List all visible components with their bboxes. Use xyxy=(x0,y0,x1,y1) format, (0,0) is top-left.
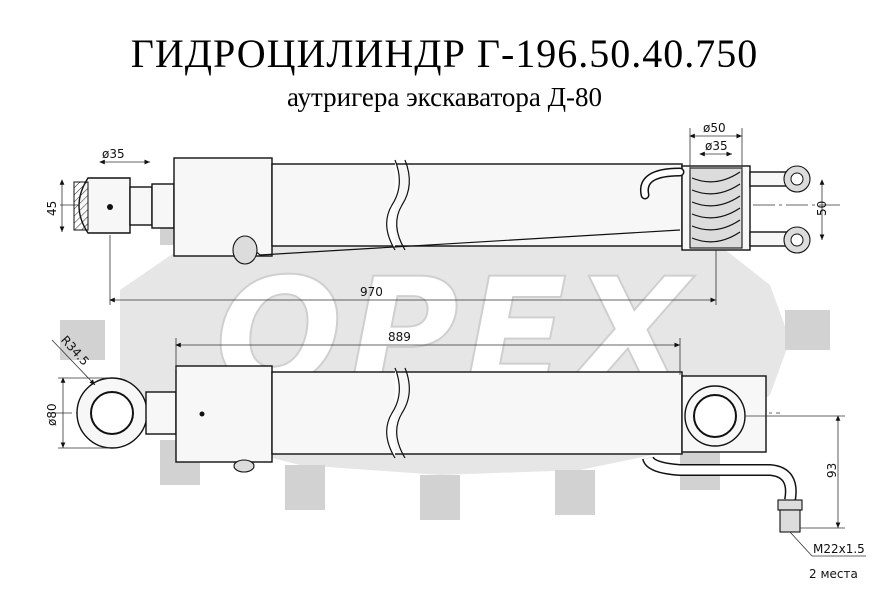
gear-tooth xyxy=(420,475,460,520)
rod-eye-bore xyxy=(90,391,134,435)
barrel-top xyxy=(271,163,683,247)
dim-port-count: 2 места xyxy=(809,567,858,581)
break-line xyxy=(396,159,410,251)
gear-tooth xyxy=(555,470,595,515)
dim-leader xyxy=(789,531,813,557)
port-fitting-bottom xyxy=(233,459,255,473)
barrel-head-bottom xyxy=(175,365,273,463)
gear-tooth xyxy=(285,465,325,510)
thread-lines xyxy=(691,171,741,243)
dim-eye-dia: ø80 xyxy=(45,403,59,426)
dim-top-pin-dia: ø35 xyxy=(102,147,125,161)
dim-collar-inner: ø35 xyxy=(705,139,728,153)
dim-port-spacing: 50 xyxy=(815,201,829,216)
cap-eye-bore xyxy=(693,394,737,438)
port-nut-body xyxy=(779,509,801,533)
rod-neck-bottom xyxy=(145,391,177,435)
break-line xyxy=(386,159,400,251)
page-title: ГИДРОЦИЛИНДР Г-196.50.40.750 xyxy=(130,31,759,76)
barrel-bottom xyxy=(271,371,683,455)
rod-neck xyxy=(129,186,153,226)
dim-collar-outer: ø50 xyxy=(703,121,726,135)
port-fitting xyxy=(232,235,258,265)
dim-top-eye-height: 45 xyxy=(45,201,59,216)
dim-port-thread: M22x1.5 xyxy=(813,542,865,556)
rod-collar xyxy=(151,183,175,229)
port-nut-bottom xyxy=(777,499,803,511)
dim-port-height: 93 xyxy=(825,463,839,478)
dim-overall-length: 970 xyxy=(360,285,383,299)
page-subtitle: аутригера экскаватора Д-80 xyxy=(286,82,603,112)
top-view: ø35 45 ø50 ø35 50 970 xyxy=(45,121,840,305)
gear-tooth xyxy=(60,320,105,360)
dim-leader xyxy=(51,339,96,386)
break-line xyxy=(386,367,400,459)
barrel-head-top xyxy=(173,157,273,257)
rod-eye-hole xyxy=(107,204,113,210)
gear-tooth xyxy=(785,310,830,350)
break-line xyxy=(396,367,410,459)
rod-eye-section xyxy=(73,181,89,231)
bottom-view: 889 R34.5 ø80 93 M22x1.5 2 места xyxy=(45,330,866,581)
dim-barrel-length: 889 xyxy=(388,330,411,344)
